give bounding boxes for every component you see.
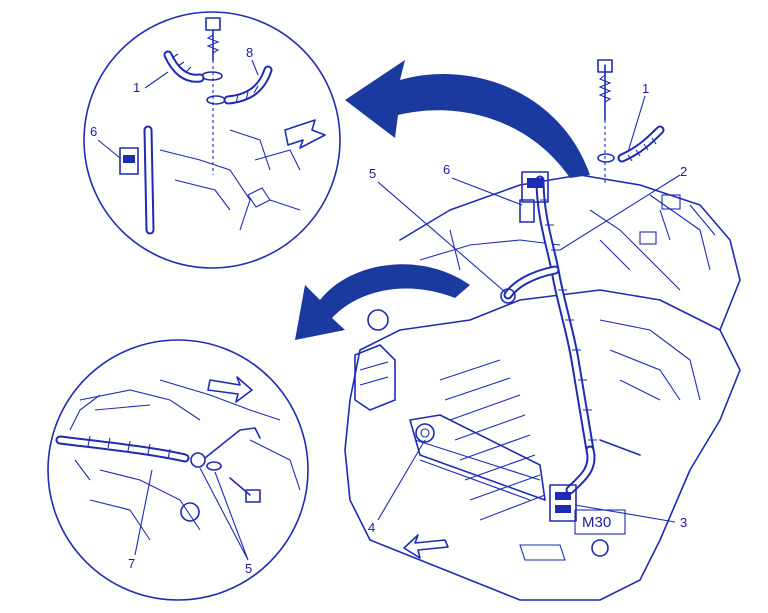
- transmission-ribs-right: [599, 319, 701, 401]
- detail-block: [247, 187, 271, 208]
- harness-ground-branch-fill: [505, 267, 558, 298]
- bolt-hole-4: [420, 428, 430, 438]
- left-mount-detail: [359, 361, 389, 386]
- bracket-lines: [414, 439, 541, 501]
- lower-bracket: [519, 544, 566, 561]
- detail-direction-arrow-bottom: [207, 376, 253, 403]
- connector-3-pins-2: [555, 505, 571, 513]
- detail-connector-6-plug: [123, 155, 135, 163]
- lower-bolt: [591, 539, 609, 557]
- callout-3-main: 3: [680, 515, 687, 530]
- leader-4-main: [377, 439, 426, 521]
- detail-bolt-head: [205, 17, 221, 31]
- leader-1-top: [144, 71, 169, 89]
- detail-bolt-thread: [206, 34, 220, 54]
- upper-connector: [521, 171, 549, 203]
- harness-tail: [599, 439, 641, 456]
- harness-main-fill: [537, 177, 593, 453]
- harness-to-connector-fill: [567, 447, 594, 493]
- leader-5-bottom: [199, 467, 249, 561]
- leader-lines: [97, 59, 681, 561]
- detail-view-top: [83, 11, 341, 269]
- callout-arrow-top: [345, 60, 590, 178]
- transmission-ribs: [439, 359, 546, 521]
- detail-structure-lines: [159, 129, 301, 231]
- callout-7-bottom: 7: [128, 556, 135, 571]
- detail-ground-strap: [204, 427, 261, 459]
- detail-view-bottom: [47, 339, 309, 601]
- washer-1: [597, 153, 615, 163]
- detail-bolt-bottom-shank: [229, 477, 251, 496]
- detail-washer-5: [206, 461, 222, 471]
- detail-circle-bottom: [47, 339, 309, 601]
- callout-6-main: 6: [443, 162, 450, 177]
- leader-2-main: [559, 174, 681, 251]
- detail-connector-6: [119, 147, 139, 175]
- callout-5-bottom: 5: [245, 561, 252, 576]
- left-mount: [354, 344, 396, 411]
- connector-3: [549, 484, 577, 522]
- detail-cable-8-fill: [225, 67, 271, 103]
- detail-cable-1-fill: [165, 52, 203, 81]
- connector-6: [519, 199, 535, 223]
- ground-cable-1-bands: [627, 137, 657, 162]
- detail-bottom-structure: [79, 379, 301, 541]
- callout-1-top: 1: [133, 80, 140, 95]
- ground-eyelet-main: [500, 288, 516, 304]
- harness-bands: [540, 199, 597, 441]
- engine-boss-2: [639, 231, 657, 245]
- direction-arrow-main: [403, 534, 449, 559]
- detail-washer-8: [206, 95, 226, 105]
- leader-8-top: [251, 59, 259, 76]
- leader-1-main: [627, 95, 646, 153]
- detail-bottom-edges: [69, 394, 101, 481]
- part-label-box: [574, 509, 626, 535]
- detail-eyelet-5: [190, 452, 206, 468]
- callout-2-main: 2: [680, 164, 687, 179]
- callout-arrow-bottom: [295, 264, 470, 340]
- transmission-bracket: [409, 414, 546, 501]
- part-label: M30: [582, 514, 611, 531]
- leader-6-top: [97, 139, 121, 159]
- upper-connector-plug: [527, 178, 543, 188]
- leader-7-bottom: [134, 469, 153, 556]
- detail-harness-7-fill: [57, 437, 188, 461]
- callout-8-top: 8: [246, 45, 253, 60]
- connector-3-pins: [555, 492, 571, 500]
- callout-6-top: 6: [90, 124, 97, 139]
- engine-boss: [661, 194, 681, 210]
- bolt-1-head: [597, 59, 613, 73]
- engine-detail-lines: [419, 209, 681, 291]
- bolt-head-4: [415, 423, 435, 443]
- detail-harness-7-bands: [87, 435, 171, 460]
- detail-cable-8-bands: [235, 85, 259, 104]
- callout-1-main: 1: [642, 81, 649, 96]
- callout-4-main: 4: [368, 520, 375, 535]
- engine-outline: [399, 174, 741, 331]
- detail-harness-fill: [145, 127, 153, 233]
- main-assembly-view: M30: [344, 59, 741, 601]
- ground-cable-1-fill: [619, 127, 663, 161]
- detail-bottom-bolt: [180, 502, 200, 522]
- leader-3-main: [574, 504, 676, 523]
- mount-circle: [367, 309, 389, 331]
- detail-bolt-bottom-head: [245, 489, 261, 503]
- callout-5-main: 5: [369, 166, 376, 181]
- engine-ribs: [649, 194, 716, 271]
- detail-direction-arrow-top: [284, 119, 326, 149]
- detail-washer-1: [201, 71, 223, 81]
- detail-cable-1-bands: [171, 53, 192, 73]
- callout-labels: 1 8 6 5 6 1 2 4 3 7 5: [90, 45, 687, 576]
- leader-6-main: [451, 177, 523, 206]
- bolt-1-thread: [598, 74, 612, 103]
- leader-5-main: [377, 181, 506, 293]
- detail-circle-top: [83, 11, 341, 269]
- transmission-outline: [344, 289, 741, 601]
